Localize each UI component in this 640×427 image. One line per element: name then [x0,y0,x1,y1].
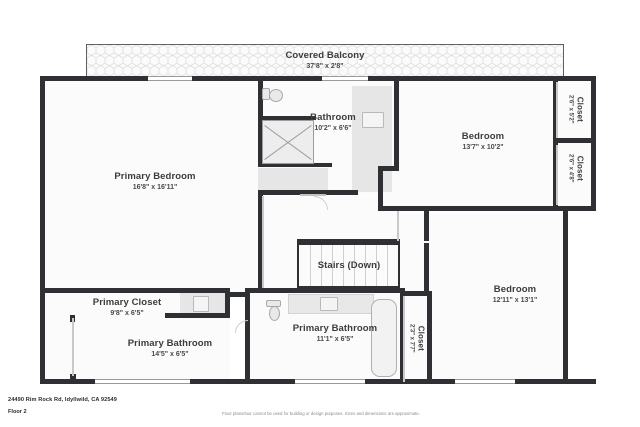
wall-primary-bedroom-right-lower [258,192,263,292]
stairs-down[interactable] [297,243,400,288]
wall-hallway-right-lower [424,243,429,291]
room-covered-balcony[interactable]: Covered Balcony 37'8" x 2'8" [86,44,564,79]
wall-exterior-bottom-3 [365,379,455,384]
wall-hall-left-guide [262,196,264,288]
wall-closet-lower-guide [556,145,558,205]
wall-primary-closet-top [40,288,230,293]
wall-primary-closet-bottom [165,313,230,318]
window-primary-bathroom-mid-bottom[interactable] [295,379,365,384]
wall-between-right-closets [553,138,596,143]
wall-exterior-right-jog [563,206,596,211]
floor-fill-bedroom-bottom-right [398,214,568,384]
wall-bathroom-bottom [258,190,358,195]
wall-primary-bathroom-mid-left [245,288,250,384]
toilet-bowl-primary-bathroom-mid [269,306,280,321]
wall-bathroom-bottom-right [378,166,399,171]
wall-bathroom-shower-top [258,163,332,167]
footer: 24490 Rim Rock Rd, Idyllwild, CA 92549 F… [0,392,640,427]
window-primary-bathroom-bottom[interactable] [95,379,190,384]
floor-plan-canvas[interactable]: Covered Balcony 37'8" x 2'8" [0,0,640,392]
wall-exterior-top-left-2 [192,76,262,81]
floor-fill-primary-bedroom [40,80,270,292]
wall-primary-closet-right [225,288,230,318]
wall-closet-center-right [427,291,432,384]
vanity-sink-primary-closet [193,296,209,312]
wall-primary-bathroom-jamb-bottom [70,374,76,382]
wall-closet-center-left [400,291,405,384]
floor-fill-bathroom-closet-grey [352,86,392,192]
wall-exterior-top-mid [368,76,426,81]
wall-primary-bathroom-mid-link [230,292,250,297]
wall-exterior-bottom-1 [40,379,95,384]
floor-label: Floor 2 [8,409,27,415]
floor-fill-bedroom-top-right [380,80,568,210]
wall-between-bedrooms [378,206,568,211]
window-bathroom-top[interactable] [322,76,368,81]
wall-exterior-top-bathroom [262,76,322,81]
wall-exterior-top-right [426,76,596,81]
wall-exterior-bottom-4 [515,379,596,384]
wall-closet-right-upper-left [553,80,558,138]
toilet-bowl-bathroom [269,89,283,102]
floor-fill-closets-right [556,80,596,210]
wall-closet-right-lower-left [553,143,558,206]
floor-fill-landing-grey-left [258,168,328,194]
wall-bathroom-right [394,80,399,170]
wall-shower-left [258,116,263,166]
wall-exterior-top-left [40,76,148,81]
window-primary-bedroom-top[interactable] [148,76,192,81]
door-leaf-bathroom[interactable] [300,194,326,196]
wall-hall-right-guide [397,211,399,241]
door-swing-primary-bathroom[interactable] [235,320,248,333]
hex-tile-pattern-icon [87,45,563,78]
wall-closet-upper-guide [556,82,558,138]
wall-stairs-top [297,239,400,244]
wall-hallway-right-upper [424,211,429,241]
disclaimer-text: Floor plans/tour cannot be used for buil… [222,411,421,416]
wall-closet-center-guide [403,296,405,382]
wall-bedroom-top-right-left [378,166,383,211]
shower-bathroom [262,120,314,164]
property-address: 24490 Rim Rock Rd, Idyllwild, CA 92549 [8,397,117,403]
wall-primary-bathroom-mid-top [245,288,405,293]
wall-shower-top [258,116,316,120]
vanity-sink-bathroom [362,112,384,128]
vanity-sink-primary-bathroom-mid [320,297,338,311]
wall-exterior-right-upper [591,76,596,210]
bathtub-primary-bathroom-mid [371,299,397,377]
wall-primary-bathroom-partition [72,318,74,376]
wall-exterior-left [40,76,45,382]
wall-exterior-bottom-2 [190,379,295,384]
wall-closet-center-top [400,291,432,296]
window-bedroom-bottom-right[interactable] [455,379,515,384]
wall-exterior-right-lower [563,206,568,384]
